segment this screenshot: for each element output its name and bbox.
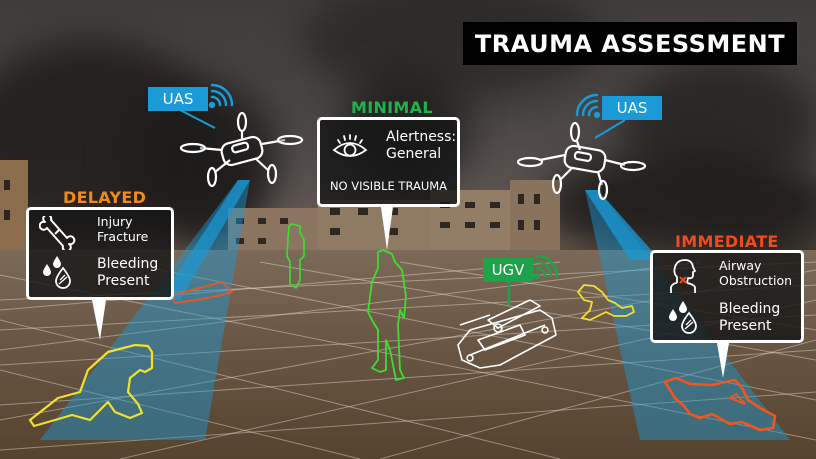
finding-line: Present	[97, 273, 150, 289]
finding-line: Fracture	[97, 229, 149, 244]
assessment-card-immediate: Airway Obstruction Bleeding Present	[650, 250, 804, 343]
page-title: TRAUMA ASSESSMENT	[463, 22, 797, 65]
finding-line: Injury	[97, 214, 133, 229]
uas-tag-left: UAS	[148, 87, 208, 111]
category-label-delayed: DELAYED	[63, 188, 147, 207]
finding-line: Bleeding	[97, 256, 159, 272]
airway-obstruction-icon	[670, 259, 696, 293]
assessment-card-delayed: Injury Fracture Bleeding Present	[26, 207, 174, 300]
finding-line: Alertness:	[386, 129, 457, 145]
finding-line: Bleeding	[719, 301, 781, 317]
ruined-building	[0, 160, 28, 260]
finding-line: Airway	[719, 258, 762, 273]
blood-drops-icon	[669, 301, 697, 334]
minimal-note: NO VISIBLE TRAUMA	[329, 179, 448, 193]
ugv-tag: UGV	[483, 258, 533, 282]
finding-line: General	[386, 146, 442, 162]
blood-drops-icon	[43, 256, 71, 289]
finding-line: Present	[719, 318, 772, 334]
ruined-building	[318, 200, 438, 258]
eye-icon	[332, 134, 368, 157]
category-label-immediate: IMMEDIATE	[675, 232, 779, 251]
finding-line: Obstruction	[719, 273, 793, 288]
assessment-card-minimal: Alertness: General NO VISIBLE TRAUMA	[317, 117, 460, 207]
ruined-building	[510, 180, 560, 260]
category-label-minimal: MINIMAL	[351, 98, 433, 117]
bone-fracture-icon	[39, 216, 76, 250]
uas-tag-right: UAS	[602, 96, 662, 120]
